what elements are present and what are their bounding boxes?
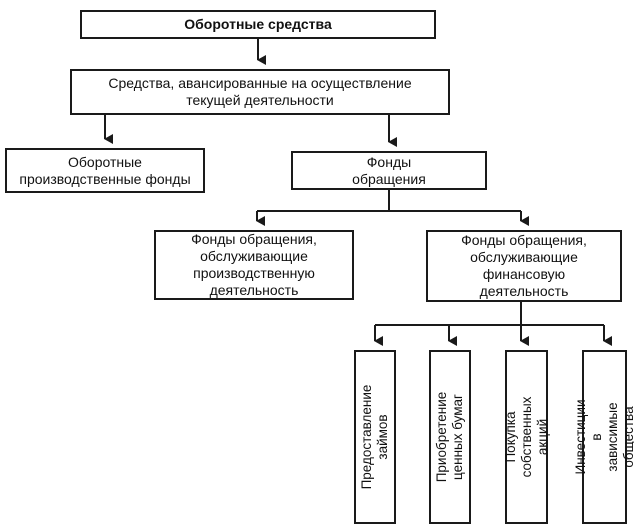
circulation-financial-box: Фонды обращения, обслуживающие финансову… (426, 230, 622, 302)
root-label: Оборотные средства (184, 16, 332, 32)
securities-label: Приобретение ценных бумаг (434, 391, 465, 483)
securities-box: Приобретение ценных бумаг (429, 350, 471, 524)
own-shares-box: Покупка собственных акций (502, 350, 550, 524)
circulation-funds-label: Фонды обращения (352, 153, 426, 187)
loans-box: Предоставление займов (354, 350, 396, 524)
investments-label: Инвестиции в зависимые общества (572, 399, 634, 475)
own-shares-label: Покупка собственных акций (502, 396, 550, 478)
production-funds-label: Оборотные производственные фонды (19, 153, 191, 187)
circulation-financial-label: Фонды обращения, обслуживающие финансову… (461, 232, 587, 299)
investments-box: Инвестиции в зависимые общества (573, 350, 634, 524)
circulation-production-label: Фонды обращения, обслуживающие производс… (191, 231, 317, 298)
circulation-funds-box: Фонды обращения (291, 151, 487, 190)
advanced-funds-box: Средства, авансированные на осуществлени… (70, 69, 450, 115)
loans-label: Предоставление займов (359, 384, 390, 490)
circulation-production-box: Фонды обращения, обслуживающие производс… (154, 230, 354, 300)
advanced-funds-label: Средства, авансированные на осуществлени… (108, 75, 412, 108)
production-funds-box: Оборотные производственные фонды (5, 148, 205, 193)
root-box: Оборотные средства (80, 10, 436, 39)
